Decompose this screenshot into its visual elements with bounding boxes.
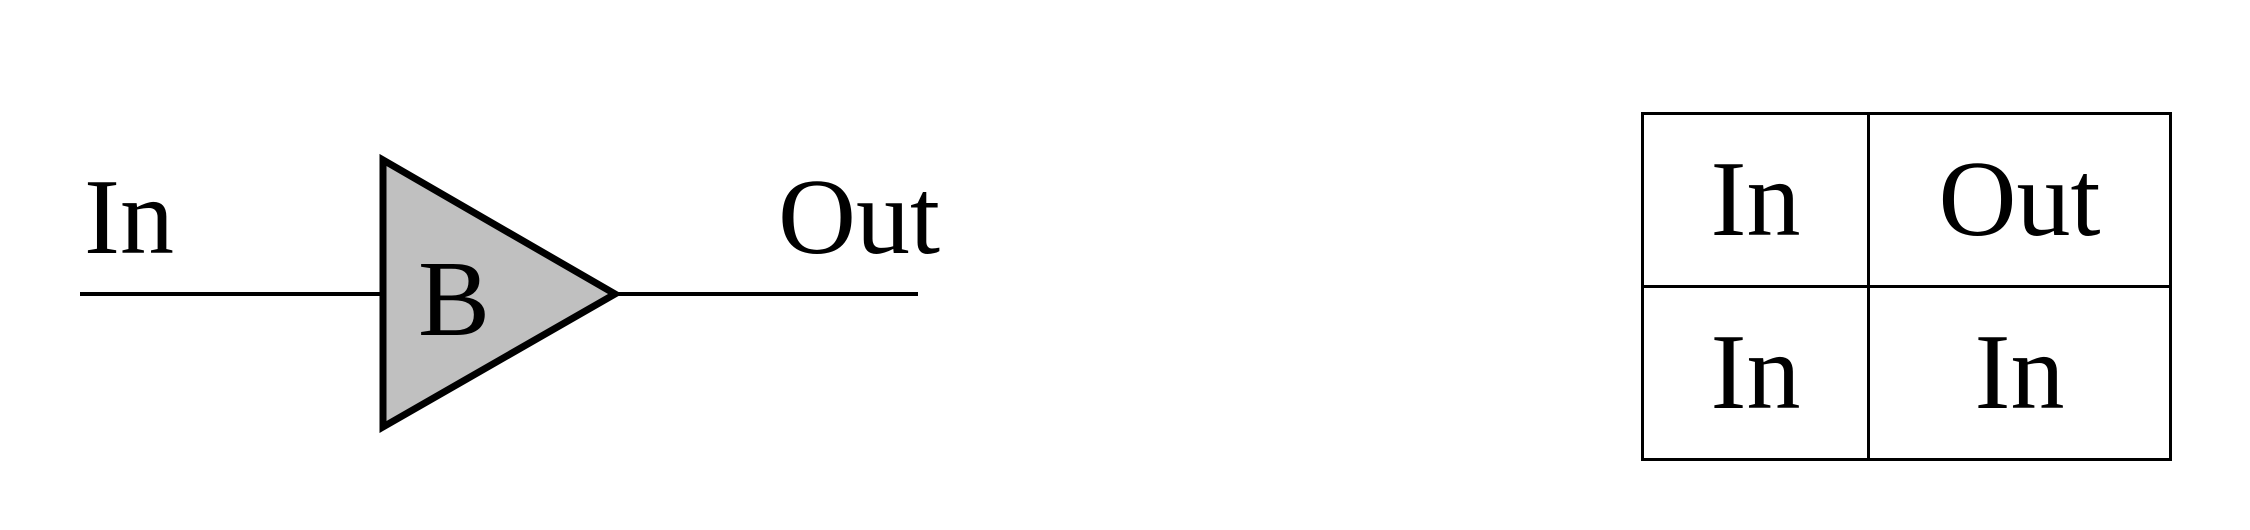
truth-table-row: In In: [1641, 285, 2172, 461]
truth-table-header-row: In Out: [1641, 112, 2172, 288]
truth-table: In Out In In: [1641, 112, 2172, 461]
gate-label: B: [418, 240, 490, 359]
truth-table-header-in: In: [1641, 112, 1870, 288]
truth-table-cell-out: In: [1867, 285, 2172, 461]
input-label: In: [84, 158, 174, 277]
output-label: Out: [778, 158, 940, 277]
truth-table-cell-in: In: [1641, 285, 1870, 461]
truth-table-header-out: Out: [1867, 112, 2172, 288]
buffer-gate-body: [379, 153, 623, 434]
